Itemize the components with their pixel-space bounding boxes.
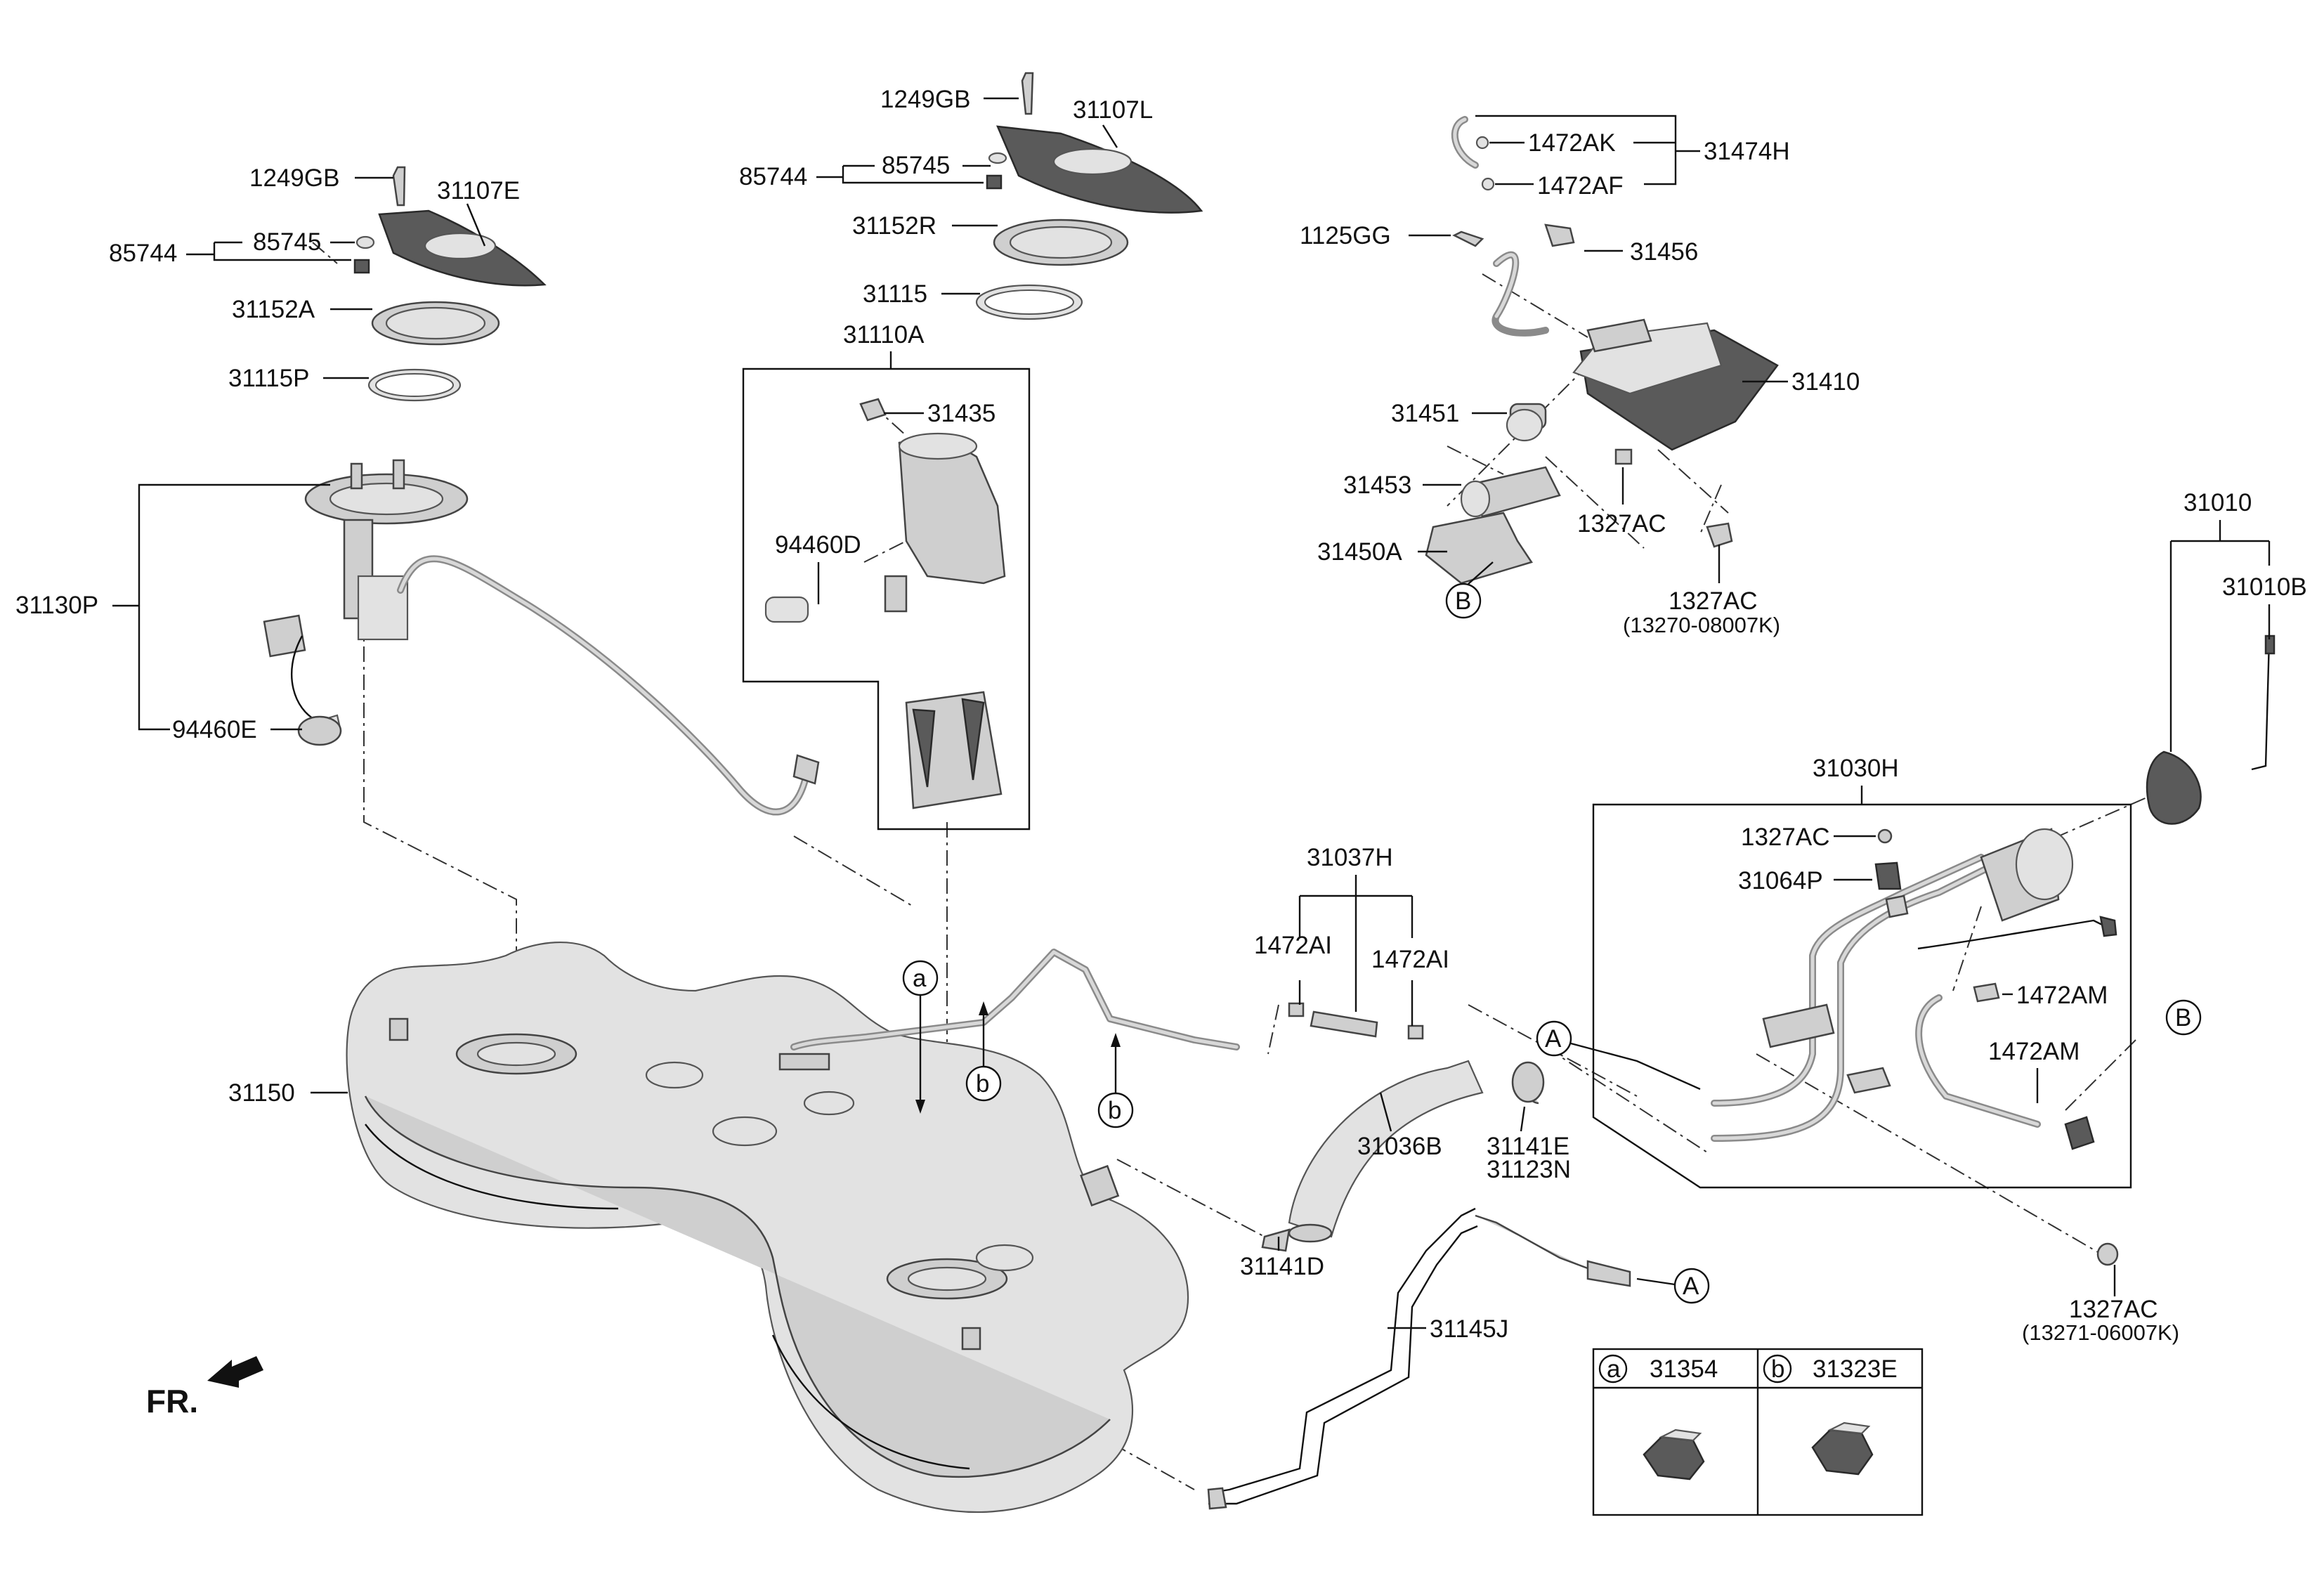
part-label-31010b: 31010B bbox=[2222, 573, 2307, 601]
legend-b-letter: b bbox=[1771, 1355, 1784, 1383]
part-label-94460d: 94460D bbox=[775, 531, 861, 559]
ref-B-circle-filler: B bbox=[2175, 1004, 2191, 1031]
part-label-31064p: 31064P bbox=[1738, 867, 1823, 894]
part-label-31141e: 31141E bbox=[1487, 1133, 1569, 1160]
part-label-31474h: 31474H bbox=[1704, 138, 1790, 165]
part-label-1472am-a: 1472AM bbox=[2016, 982, 2108, 1009]
part-label-31152r: 31152R bbox=[852, 212, 936, 240]
middle-hoses bbox=[790, 949, 1631, 1510]
part-label-85745-left: 85745 bbox=[253, 228, 321, 256]
part-label-31141d: 31141D bbox=[1240, 1253, 1324, 1280]
part-label-13270-08007k: (13270-08007K) bbox=[1623, 613, 1780, 637]
part-label-31115p: 31115P bbox=[228, 365, 309, 392]
left-labels: 1249GB 31107E 85745 85744 31152A 31115P … bbox=[15, 164, 520, 1107]
part-label-85744-mid: 85744 bbox=[739, 163, 807, 190]
ref-B-circle-canister: B bbox=[1455, 587, 1471, 615]
part-label-31150: 31150 bbox=[228, 1079, 295, 1107]
ref-b-circle-2: b bbox=[1108, 1097, 1121, 1124]
part-label-31123n: 31123N bbox=[1487, 1156, 1571, 1183]
middle-labels: 1249GB 31107L 85745 85744 31152R 31115 3… bbox=[739, 86, 1571, 1343]
part-label-1249gb-left: 1249GB bbox=[249, 164, 339, 192]
ref-b-circle-1: b bbox=[976, 1070, 989, 1098]
part-label-31450a: 31450A bbox=[1317, 538, 1402, 566]
part-label-1327ac-b: 1327AC bbox=[1669, 587, 1757, 615]
part-label-1472ai-a: 1472AI bbox=[1254, 932, 1332, 959]
part-label-31410: 31410 bbox=[1791, 368, 1860, 396]
canister-labels: 1472AK 1472AF 31474H 1125GG 31456 31410 … bbox=[1300, 115, 1860, 637]
part-label-1249gb-mid: 1249GB bbox=[880, 86, 970, 113]
part-label-1472ai-b: 1472AI bbox=[1371, 946, 1449, 973]
part-label-31451: 31451 bbox=[1391, 400, 1459, 427]
front-direction-indicator: FR. bbox=[146, 1356, 263, 1419]
part-label-1327ac-c: 1327AC bbox=[1741, 824, 1829, 851]
part-label-1125gg: 1125GG bbox=[1300, 222, 1391, 249]
part-label-13271-06007k: (13271-06007K) bbox=[2022, 1320, 2179, 1345]
part-label-94460e: 94460E bbox=[172, 716, 257, 743]
part-label-31145j: 31145J bbox=[1430, 1315, 1508, 1343]
part-label-31453: 31453 bbox=[1343, 471, 1411, 499]
clip-legend-table: a 31354 b 31323E bbox=[1592, 1348, 1924, 1516]
part-label-31010: 31010 bbox=[2183, 489, 2252, 516]
front-arrow-icon bbox=[207, 1356, 263, 1388]
legend-a-part-number: 31354 bbox=[1650, 1355, 1718, 1383]
legend-a-letter: a bbox=[1607, 1355, 1621, 1383]
ref-a-circle: a bbox=[913, 965, 927, 992]
part-label-31107e: 31107E bbox=[437, 177, 520, 204]
part-label-31107l: 31107L bbox=[1073, 96, 1153, 124]
part-label-31435: 31435 bbox=[927, 400, 995, 427]
part-label-85744-left: 85744 bbox=[109, 240, 177, 267]
part-label-1472af: 1472AF bbox=[1537, 172, 1624, 200]
part-label-31130p: 31130P bbox=[15, 592, 98, 619]
legend-b-part-number: 31323E bbox=[1813, 1355, 1898, 1383]
part-label-1327ac-a: 1327AC bbox=[1577, 510, 1666, 538]
clip-31323e-icon bbox=[1811, 1421, 1874, 1476]
part-label-31036b: 31036B bbox=[1357, 1133, 1442, 1160]
part-label-1327ac-d: 1327AC bbox=[2069, 1296, 2157, 1323]
part-label-31152a: 31152A bbox=[232, 296, 315, 323]
direction-label: FR. bbox=[146, 1383, 198, 1419]
clip-31354-icon bbox=[1643, 1428, 1705, 1480]
part-label-85745-mid: 85745 bbox=[882, 152, 950, 179]
part-label-31456: 31456 bbox=[1630, 238, 1698, 266]
part-label-31110a: 31110A bbox=[843, 321, 925, 349]
part-label-31115: 31115 bbox=[863, 280, 927, 308]
ref-A-circle-line: A bbox=[1683, 1273, 1699, 1300]
canister-group bbox=[1425, 116, 1779, 585]
ref-A-circle-neck: A bbox=[1545, 1025, 1562, 1053]
part-label-1472ak: 1472AK bbox=[1528, 129, 1616, 157]
filler-neck-assembly bbox=[1711, 634, 2276, 1266]
fuel-tank bbox=[346, 941, 1189, 1514]
part-label-31030h: 31030H bbox=[1813, 755, 1899, 782]
assembly-center-lines bbox=[312, 154, 2172, 1490]
reference-markers: a b b B A A B bbox=[902, 561, 2202, 1304]
filler-labels: 31010 31010B 31030H 1327AC 31064P 1472AM… bbox=[1592, 489, 2307, 1345]
part-label-1472am-b: 1472AM bbox=[1988, 1038, 2080, 1065]
left-pump-module bbox=[263, 166, 820, 816]
middle-pump-module bbox=[764, 72, 1203, 809]
part-label-31037h: 31037H bbox=[1307, 844, 1393, 871]
